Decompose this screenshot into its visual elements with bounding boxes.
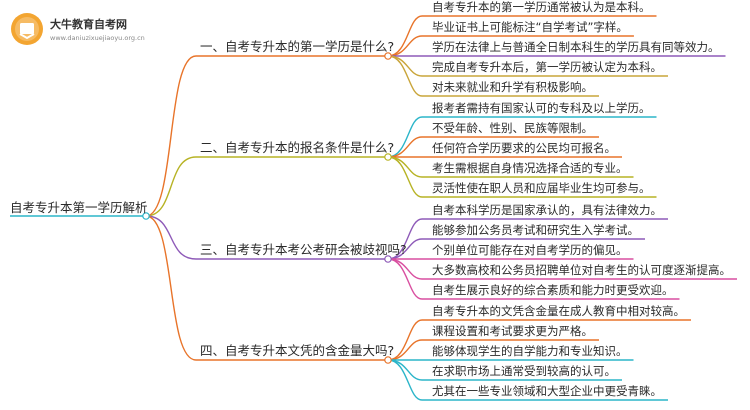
leaf-topic: 自考生展示良好的综合素质和能力时更受欢迎。 <box>432 283 674 297</box>
branch-node-dot <box>384 356 392 364</box>
leaf-connector <box>387 258 423 300</box>
leaf-topic: 自考本科学历是国家承认的，具有法律效力。 <box>432 203 662 217</box>
leaf-topic: 对未来就业和升学有积极影响。 <box>432 80 593 94</box>
site-logo: 大牛教育自考网 www.daniuzixuejiaoyu.org.cn <box>10 10 150 50</box>
branch-topic: 一、自考专升本的第一学历是什么? <box>200 39 395 54</box>
branch-connector <box>145 156 197 217</box>
root-topic: 自考专升本第一学历解析 <box>10 200 148 215</box>
logo-emblem-icon <box>11 13 43 45</box>
branch-node-dot <box>384 52 392 60</box>
leaf-connector <box>387 258 423 280</box>
branch-node-dot <box>384 255 392 263</box>
leaf-topic: 能够体现学生的自学能力和专业知识。 <box>432 344 628 358</box>
leaf-topic: 个别单位可能存在对自考学历的偏见。 <box>432 243 628 257</box>
leaf-topic: 自考专升本的文凭含金量在成人教育中相对较高。 <box>432 304 685 318</box>
leaf-topic: 能够参加公务员考试和研究生入学考试。 <box>432 223 639 237</box>
leaf-topic: 尤其在一些专业领域和大型企业中更受青睐。 <box>432 384 662 398</box>
leaf-topic: 灵活性使在职人员和应届毕业生均可参与。 <box>432 181 651 195</box>
leaf-connector <box>387 55 423 97</box>
logo-url: www.daniuzixuejiaoyu.org.cn <box>50 34 145 42</box>
branch-connector <box>145 55 197 217</box>
leaf-topic: 学历在法律上与普通全日制本科生的学历具有同等效力。 <box>432 40 720 54</box>
leaf-connector <box>387 156 423 178</box>
branch-topic: 四、自考专升本文凭的含金量大吗? <box>200 343 395 358</box>
leaf-connector <box>387 156 423 198</box>
leaf-topic: 任何符合学历要求的公民均可报名。 <box>432 141 616 155</box>
leaf-topic: 完成自考专升本后，第一学历被认定为本科。 <box>432 60 662 74</box>
leaf-topic: 在求职市场上通常受到较高的认可。 <box>432 364 616 378</box>
branch-topic: 二、自考专升本的报名条件是什么? <box>200 140 395 155</box>
logo-name: 大牛教育自考网 <box>50 18 127 31</box>
leaf-topic: 大多数高校和公务员招聘单位对自考生的认可度逐渐提高。 <box>432 263 731 277</box>
leaf-topic: 毕业证书上可能标注“自学考试”字样。 <box>432 20 628 34</box>
root-node-dot <box>142 212 150 220</box>
leaf-connector <box>387 55 423 77</box>
leaf-connector <box>387 359 423 401</box>
leaf-topic: 课程设置和考试要求更为严格。 <box>432 324 593 338</box>
leaf-connector <box>387 359 423 381</box>
leaf-topic: 自考专升本的第一学历通常被认为是本科。 <box>432 0 651 14</box>
leaf-topic: 不受年龄、性别、民族等限制。 <box>432 121 593 135</box>
branch-connector <box>145 215 197 260</box>
branch-connector <box>145 215 197 361</box>
leaf-topic: 报考者需持有国家认可的专科及以上学历。 <box>432 101 651 115</box>
branch-node-dot <box>384 153 392 161</box>
leaf-topic: 考生需根据自身情况选择合适的专业。 <box>432 161 628 175</box>
branch-topic: 三、自考专升本考公考研会被歧视吗? <box>200 242 407 257</box>
